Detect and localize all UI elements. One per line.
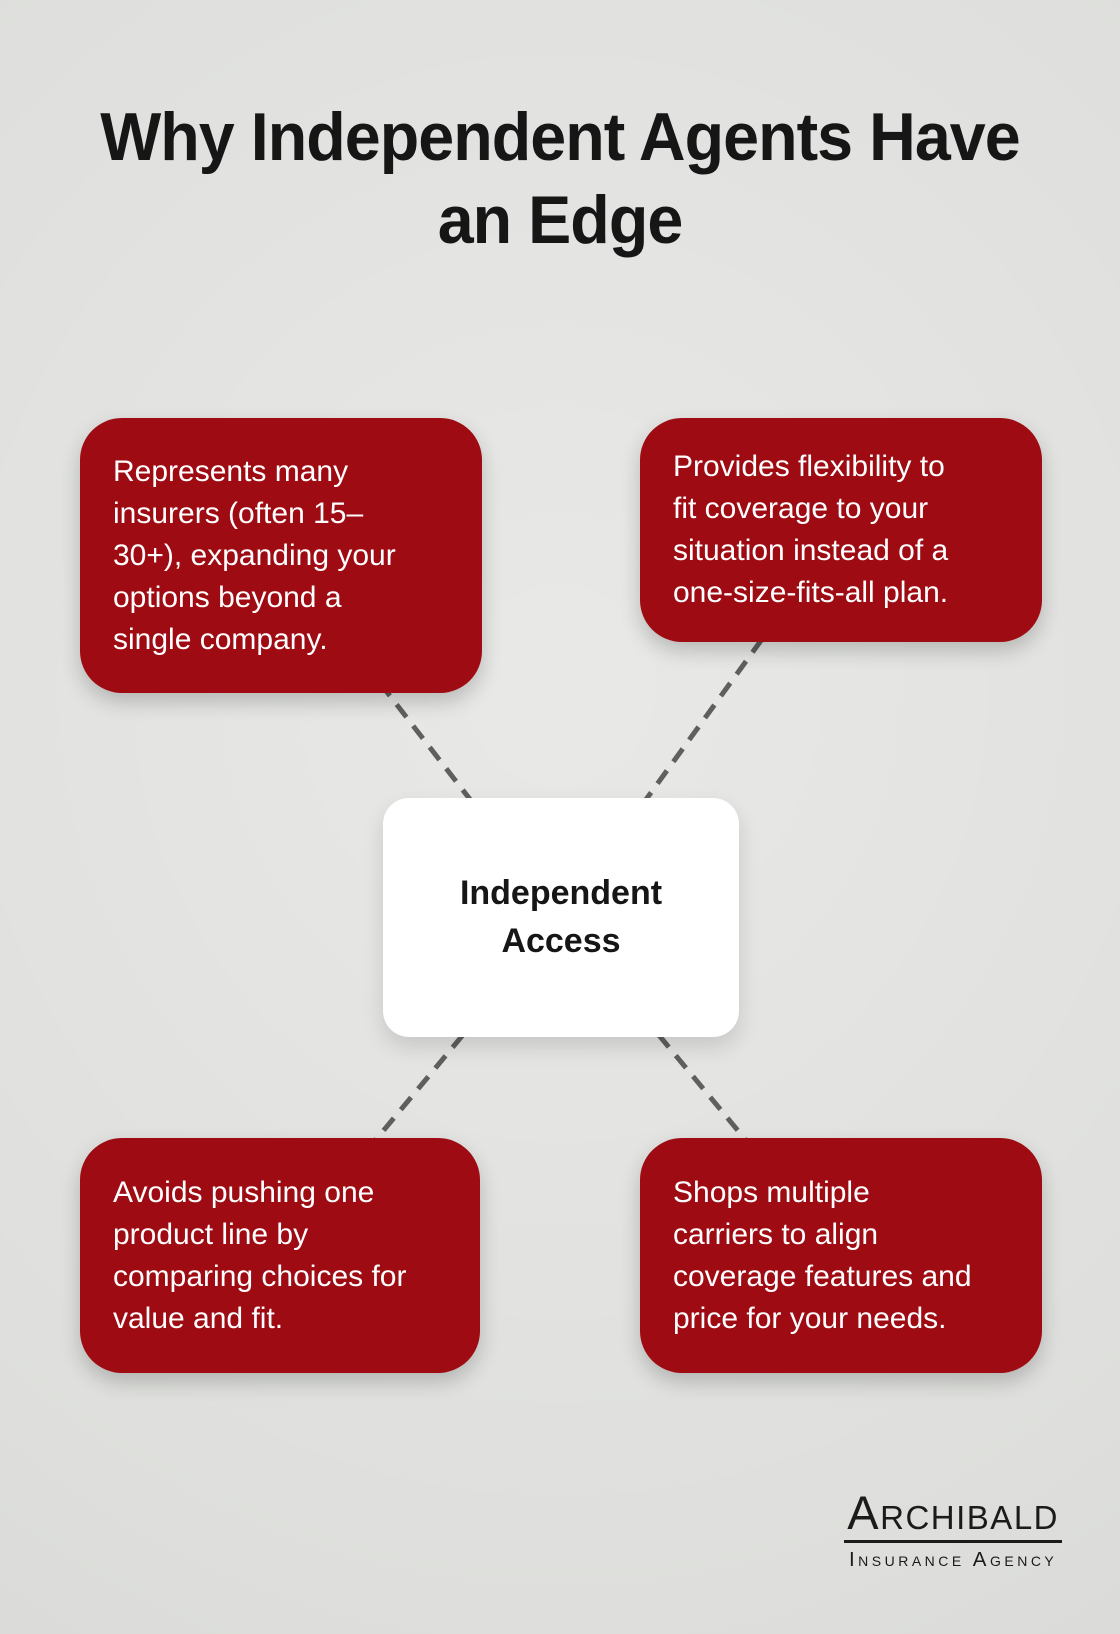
brand-name: Archibald bbox=[844, 1488, 1062, 1544]
info-card-top-right-text: Provides flexibility to fit coverage to … bbox=[673, 450, 949, 609]
info-card-top-left: Represents many insurers (often 15– 30+)… bbox=[80, 418, 482, 693]
brand-logo: Archibald Insurance Agency bbox=[844, 1488, 1062, 1572]
info-card-bottom-left-text: Avoids pushing one product line by compa… bbox=[113, 1175, 407, 1335]
brand-subtitle: Insurance Agency bbox=[848, 1548, 1058, 1572]
info-card-top-left-text: Represents many insurers (often 15– 30+)… bbox=[113, 454, 396, 656]
center-node-label: Independent Access bbox=[459, 873, 663, 960]
info-card-bottom-right: Shops multiple carriers to align coverag… bbox=[640, 1138, 1042, 1373]
info-card-bottom-right-text: Shops multiple carriers to align coverag… bbox=[673, 1175, 972, 1335]
info-card-bottom-left: Avoids pushing one product line by compa… bbox=[80, 1138, 480, 1373]
center-node: Independent Access bbox=[383, 798, 739, 1037]
info-card-top-right: Provides flexibility to fit coverage to … bbox=[640, 418, 1042, 642]
page-title: Why Independent Agents Have an Edge bbox=[100, 99, 1020, 258]
